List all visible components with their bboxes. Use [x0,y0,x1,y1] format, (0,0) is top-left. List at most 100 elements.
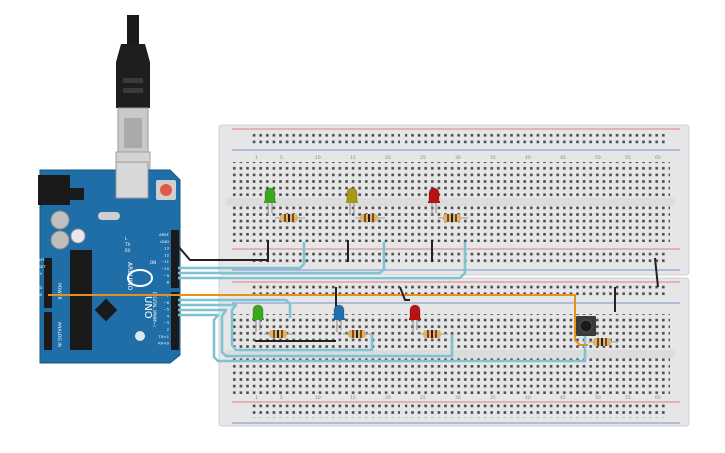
top-col-number: 40 [525,155,531,161]
right-pin-label: ~3 [163,320,169,325]
left-pin-label: GND [34,293,42,297]
right-pin-label: AREF [159,232,169,237]
bottom-col-number: 20 [385,395,391,401]
bottom-col-number: 5 [280,395,283,401]
analog-pin-label: A4 [34,338,40,343]
arduino-brand-label: ARDUINO [126,262,133,291]
resistor-3 [438,214,468,222]
left-pin-label: RESET [34,265,46,269]
led-blue [333,304,345,332]
analog-pin-label: A3 [34,331,40,336]
bottom-col-number: 30 [455,395,461,401]
right-pin-label: ~11 [161,259,170,264]
arduino-board [38,161,181,364]
led-tx-label: TX [124,242,130,247]
bottom-col-number: 60 [655,395,661,401]
top-col-number: 55 [625,155,631,161]
right-pin-label: 2 [167,327,170,332]
led-yellow [346,187,358,215]
wire-teal-2 [178,242,386,275]
wire-teal-5 [178,303,374,352]
left-pin-label: GND [34,286,42,290]
wire-black-7 [399,286,410,301]
wire-teal-6 [178,308,454,358]
left-pin-label: IOREF [34,258,45,262]
right-pin-label: TX>1 [157,334,169,339]
arduino-model-label: UNO [142,296,153,319]
right-pin-label: GND [160,239,169,244]
right-pin-label: ~10 [161,266,170,271]
right-pin-label: RX<0 [158,341,169,346]
right-pin-label: ~9 [163,273,169,278]
led-red [428,187,440,215]
left-pin-labels: IOREF RESET 3.3V 5V GND GND Vin [34,258,46,304]
wire-teal-7 [178,313,587,363]
resistor-6 [418,330,448,338]
right-pin-label: 12 [164,252,169,257]
right-pin-label: ~6 [163,300,169,305]
bottom-col-number: 10 [315,395,321,401]
resistors [264,214,618,346]
analog-pin-label: A0 [34,312,40,317]
leds [252,187,440,332]
bottom-col-number: 15 [350,395,356,401]
wire-black-5 [654,257,659,288]
arduino-labels: ARDUINO UNO POWER ANALOG IN DIGITAL (PWM… [34,232,170,349]
bottom-col-number: 40 [525,395,531,401]
top-col-number: 50 [595,155,601,161]
bottom-col-number: 45 [560,395,566,401]
top-col-number: 30 [455,155,461,161]
top-col-number: 60 [655,155,661,161]
power-label: POWER [56,283,62,300]
led-l-label: L [125,236,128,241]
digital-label: DIGITAL (PWM~) [152,292,157,327]
led-rx-label: RX [125,248,131,253]
wire-orange [48,294,588,346]
breadboard-top [218,124,690,276]
bottom-col-number: 35 [490,395,496,401]
bottom-col-number: 55 [625,395,631,401]
resistor-1 [275,214,305,222]
resistor-5 [343,330,373,338]
left-pin-label: 3.3V [34,272,43,276]
right-pin-label: 4 [167,313,170,318]
breadboard-bottom [218,277,690,427]
wire-black-gnd-main [177,245,268,261]
top-col-number: 10 [315,155,321,161]
left-pin-label: Vin [34,300,40,304]
top-col-number: 20 [385,155,391,161]
resistor-4 [264,330,294,338]
wire-teal-4 [178,298,292,318]
right-pin-label: 8 [167,280,170,285]
top-col-number: 5 [280,155,283,161]
top-col-number: 15 [350,155,356,161]
wire-teal-1 [178,242,306,270]
right-pin-label: ~5 [163,307,169,312]
resistor-7 [588,338,618,346]
led-on-label: ON [150,260,156,265]
top-col-number: 1 [255,155,258,161]
bottom-col-number: 50 [595,395,601,401]
left-pin-label: 5V [34,279,39,283]
right-pin-label: 13 [164,246,169,251]
led-red [409,304,421,332]
top-col-number: 45 [560,155,566,161]
bottom-col-number: 1 [255,395,258,401]
top-col-number: 25 [420,155,426,161]
resistor-2 [355,214,385,222]
led-green [264,187,276,215]
push-button [576,316,596,336]
led-green [252,304,264,332]
analog-label: ANALOG IN [56,322,62,347]
bottom-col-number: 25 [420,395,426,401]
wire-teal-3 [178,242,467,280]
top-col-number: 35 [490,155,496,161]
analog-pin-label: A5 [34,344,40,349]
analog-pin-label: A1 [34,318,40,323]
analog-pin-label: A2 [34,325,40,330]
wires [48,240,659,363]
